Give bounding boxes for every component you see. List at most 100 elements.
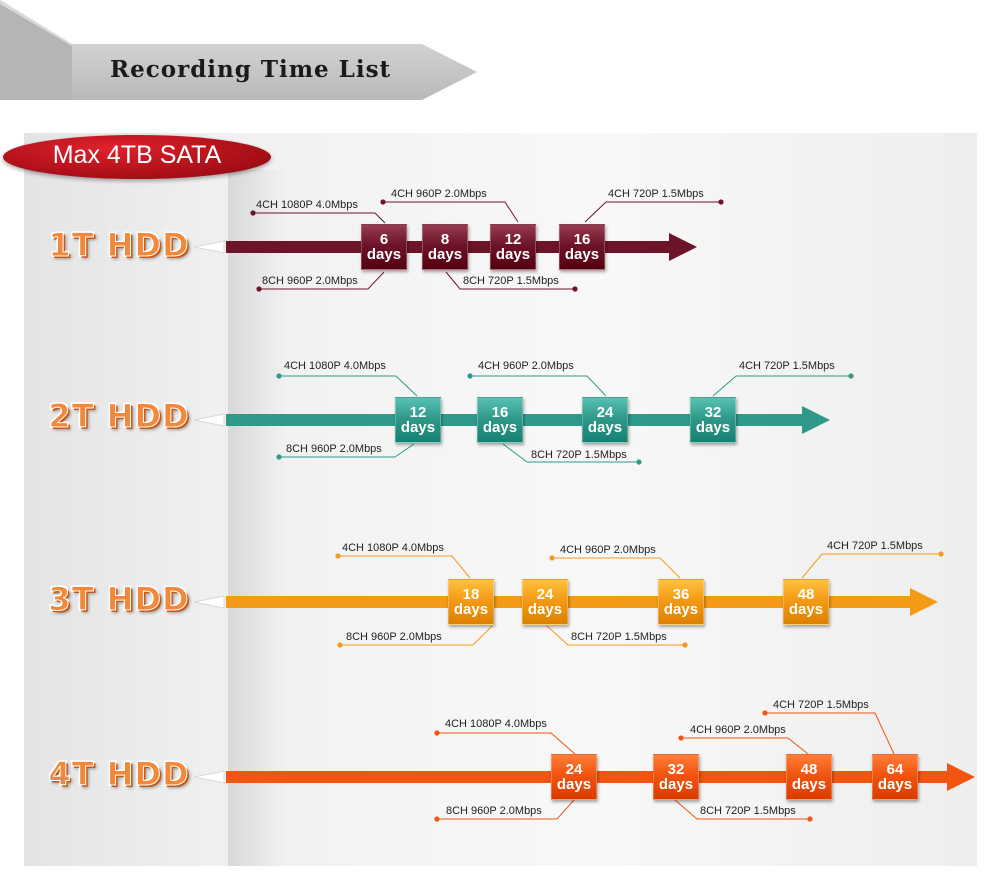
days-unit: days (788, 601, 824, 618)
days-unit: days (695, 419, 731, 436)
callout-label: 4CH 1080P 4.0Mbps (256, 199, 358, 211)
callout-label: 8CH 960P 2.0Mbps (286, 443, 382, 455)
callout-leader (437, 732, 576, 755)
callout-label: 8CH 960P 2.0Mbps (446, 805, 542, 817)
callout-leader (253, 212, 386, 224)
callout-dot (337, 642, 343, 648)
row-pointer (193, 595, 225, 609)
days-value: 48 (800, 761, 818, 778)
row-pointer (193, 770, 225, 784)
callout-label: 4CH 720P 1.5Mbps (827, 540, 923, 552)
callout-dot (762, 710, 768, 716)
row-pointer (193, 240, 225, 254)
days-value: 64 (886, 761, 904, 778)
callout-label: 4CH 1080P 4.0Mbps (445, 718, 547, 730)
days-value: 24 (536, 586, 554, 603)
callout-label: 4CH 960P 2.0Mbps (391, 188, 487, 200)
callout-label: 4CH 960P 2.0Mbps (690, 724, 786, 736)
hdd-label: 4T HDD (48, 755, 190, 794)
callout-label: 4CH 720P 1.5Mbps (773, 699, 869, 711)
callout-leader (383, 201, 519, 223)
callout-leader (681, 737, 809, 755)
callout-label: 8CH 720P 1.5Mbps (571, 631, 667, 643)
callout-leader (502, 443, 639, 463)
days-value: 12 (409, 404, 427, 421)
timeline-arrowhead (669, 233, 697, 261)
callout-label: 4CH 1080P 4.0Mbps (284, 360, 386, 372)
callout-leader (470, 375, 607, 397)
callout-dot (250, 210, 256, 216)
callout-leader (765, 712, 895, 755)
timeline-arrowhead (802, 406, 830, 434)
callout-label: 4CH 960P 2.0Mbps (478, 360, 574, 372)
callout-leader (338, 555, 471, 579)
title-banner (72, 44, 477, 100)
callout-dot (807, 816, 813, 822)
hdd-label: 1T HDD (48, 226, 190, 265)
days-unit: days (556, 776, 592, 793)
callout-label: 8CH 720P 1.5Mbps (700, 805, 796, 817)
days-unit: days (366, 246, 402, 263)
days-unit: days (663, 601, 699, 618)
timeline-shaft (226, 596, 912, 608)
days-value: 48 (797, 586, 815, 603)
days-unit: days (482, 419, 518, 436)
days-unit: days (495, 246, 531, 263)
header-corner-decoration (0, 0, 72, 100)
callout-dot (276, 373, 282, 379)
callout-dot (335, 553, 341, 559)
callout-dot (848, 373, 854, 379)
days-unit: days (527, 601, 563, 618)
callout-leader (712, 375, 851, 397)
days-value: 24 (565, 761, 583, 778)
page-title: Recording Time List (110, 56, 392, 83)
days-unit: days (427, 246, 463, 263)
hdd-label: 3T HDD (48, 580, 190, 619)
callout-dot (467, 373, 473, 379)
panel-shadow (228, 170, 288, 866)
callout-leader (279, 375, 418, 397)
callout-label: 4CH 720P 1.5Mbps (739, 360, 835, 372)
callout-dot (434, 816, 440, 822)
days-value: 6 (379, 231, 389, 248)
callout-dot (380, 199, 386, 205)
callout-label: 4CH 1080P 4.0Mbps (342, 542, 444, 554)
callout-label: 8CH 720P 1.5Mbps (463, 275, 559, 287)
callout-dot (572, 286, 578, 292)
days-unit: days (877, 776, 913, 793)
days-value: 16 (573, 231, 591, 248)
timeline-arrowhead (910, 588, 938, 616)
days-value: 16 (491, 404, 509, 421)
row-pointer (193, 413, 225, 427)
days-value: 32 (667, 761, 685, 778)
callout-label: 4CH 960P 2.0Mbps (560, 544, 656, 556)
days-value: 36 (672, 586, 690, 603)
callout-dot (938, 551, 944, 557)
callout-dot (678, 735, 684, 741)
callout-dot (718, 199, 724, 205)
callout-leader (437, 799, 575, 820)
days-value: 8 (440, 231, 450, 248)
callout-dot (549, 555, 555, 561)
days-value: 24 (596, 404, 614, 421)
callout-leader (801, 553, 941, 579)
days-value: 12 (504, 231, 522, 248)
callout-leader (259, 271, 385, 290)
callout-leader (546, 625, 685, 646)
callout-leader (674, 799, 810, 820)
